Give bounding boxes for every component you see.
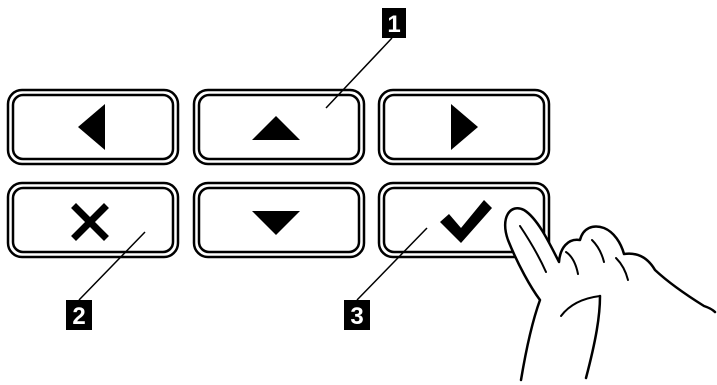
- up-arrow-key[interactable]: [194, 90, 364, 164]
- callout-3-label: 3: [350, 303, 363, 330]
- callout-1-label: 1: [387, 11, 400, 38]
- left-arrow-key[interactable]: [8, 90, 178, 164]
- right-arrow-key[interactable]: [379, 90, 549, 164]
- hand-icon: [505, 208, 715, 380]
- cancel-key[interactable]: [8, 183, 178, 257]
- callout-2-label: 2: [72, 303, 85, 330]
- down-arrow-key[interactable]: [194, 183, 364, 257]
